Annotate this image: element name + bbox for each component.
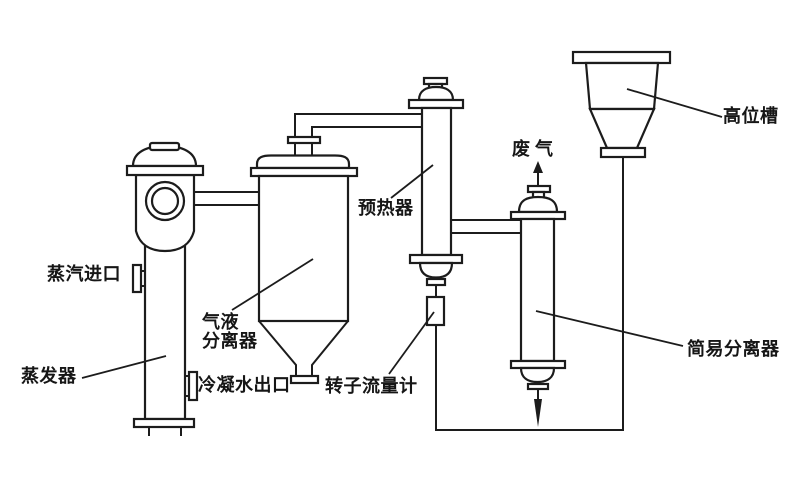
condensate-outlet-nozzle: [184, 370, 199, 402]
label-condensate-outlet: 冷凝水出口: [198, 375, 291, 395]
leader-lines: [81, 88, 723, 379]
drain-needle: [534, 389, 542, 427]
label-head-tank: 高位槽: [723, 106, 779, 126]
label-rotameter: 转子流量计: [325, 376, 418, 396]
pipe-feed-line: [435, 156, 624, 431]
label-gas-liquid-separator-line2: 分离器: [202, 331, 258, 351]
rotameter-body: [425, 295, 446, 327]
pipe-evaporator-to-separator: [192, 191, 261, 206]
label-gas-liquid-separator: 气液 分离器: [202, 313, 258, 351]
preheater-bottom-dome: [418, 261, 454, 279]
label-simple-separator: 简易分离器: [687, 339, 780, 359]
separator-bottom-flange: [289, 374, 320, 385]
separator-nozzle-flange: [286, 135, 322, 145]
separator-cone: [258, 320, 349, 376]
simple-separator-drain-flange: [526, 382, 550, 391]
evaporator-vessel: [125, 141, 205, 436]
head-tank-lid: [571, 50, 672, 65]
steam-inlet-nozzle: [131, 263, 146, 294]
leader-head-tank: [626, 88, 723, 118]
preheater-column: [420, 106, 453, 257]
pipe-preheater-to-simple-separator: [449, 219, 523, 234]
leader-preheater: [390, 164, 434, 199]
leader-gas-liquid-separator: [231, 258, 314, 311]
head-tank-vessel: [571, 50, 672, 159]
waste-gas-arrow-icon: [533, 161, 543, 187]
head-tank-cone: [588, 107, 656, 150]
simple-separator-dome: [517, 195, 559, 214]
label-gas-liquid-separator-line1: 气液: [202, 312, 239, 332]
label-steam-inlet: 蒸汽进口: [47, 264, 121, 284]
evaporator-top-cap: [148, 141, 181, 152]
evaporator-sight-glass-inner: [150, 186, 180, 216]
leader-simple-separator: [535, 310, 684, 347]
simple-separator-column: [519, 217, 556, 363]
separator-dome: [255, 154, 351, 170]
label-waste-gas: 废气: [512, 139, 558, 159]
evaporator-base-plate: [132, 417, 196, 429]
preheater-dome: [417, 85, 455, 102]
label-preheater: 预热器: [358, 198, 414, 218]
evaporator-feet: [148, 427, 182, 436]
preheater-top-flange: [407, 98, 465, 110]
simple-separator-bottom-dome: [519, 366, 556, 384]
simple-separator-vessel: [509, 161, 567, 427]
head-tank-flange: [599, 146, 647, 159]
preheater-bottom-flange: [408, 253, 464, 265]
label-evaporator: 蒸发器: [21, 366, 77, 386]
separator-top-flange: [249, 166, 359, 178]
leader-evaporator: [81, 355, 167, 379]
evaporator-column: [143, 233, 187, 421]
evaporator-top-flange: [125, 164, 205, 177]
leader-rotameter: [388, 311, 435, 375]
gas-liquid-separator-vessel: [249, 135, 359, 385]
separator-body: [257, 174, 350, 323]
head-tank-body: [584, 61, 660, 111]
preheater-vessel: [407, 76, 465, 287]
preheater-drain-flange: [425, 277, 447, 287]
